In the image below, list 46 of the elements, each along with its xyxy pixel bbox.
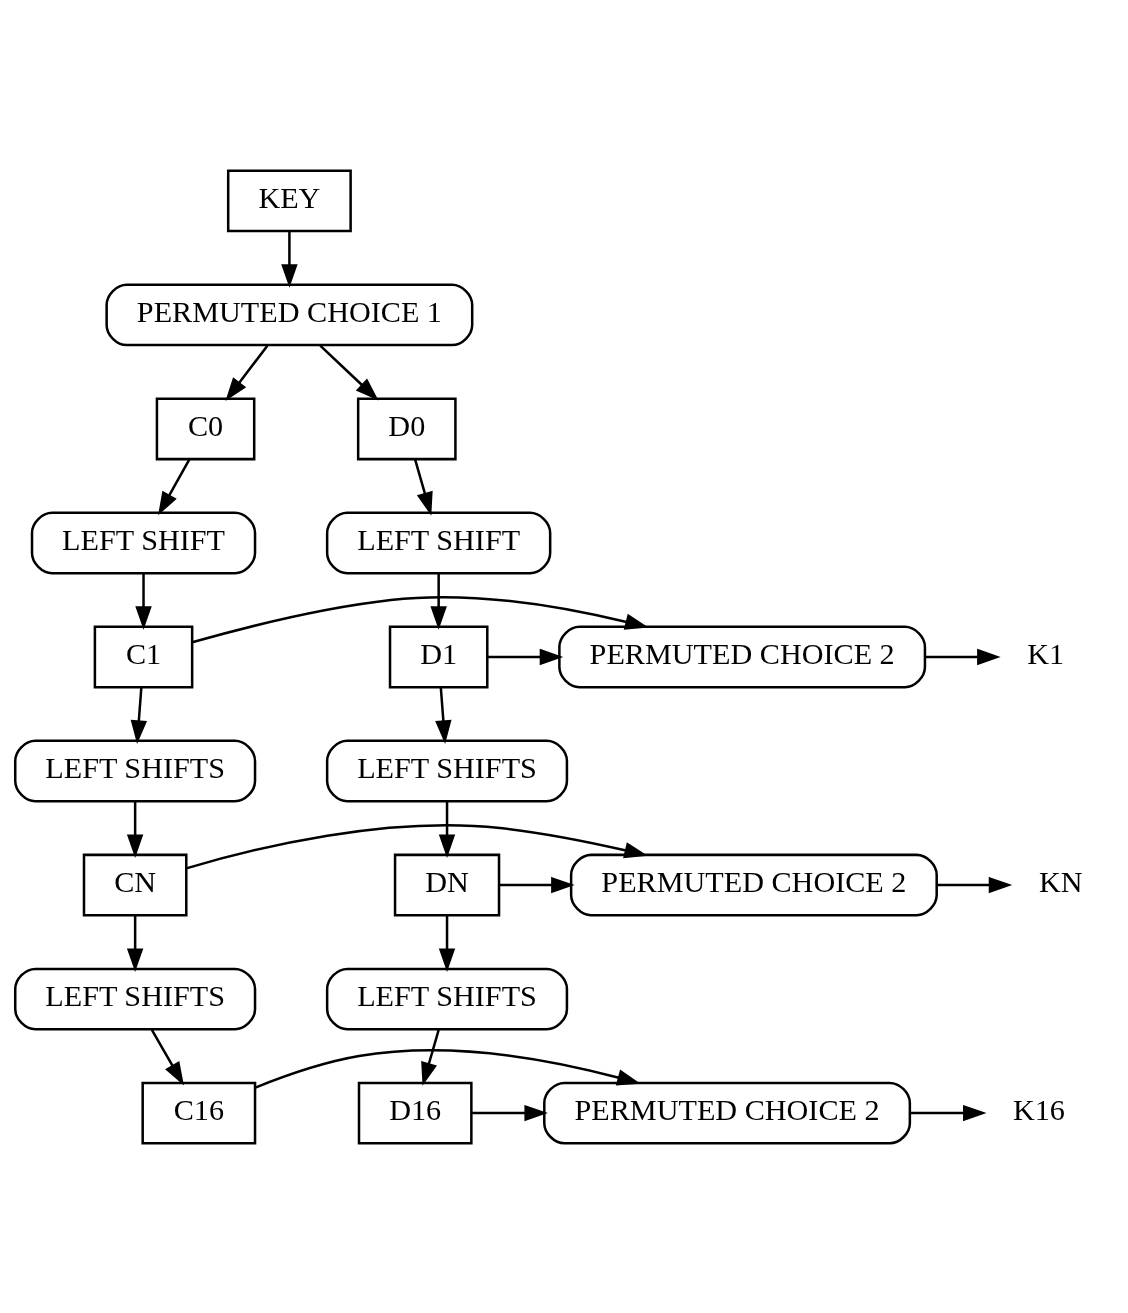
arrow: [430, 573, 447, 630]
node-box: D0: [356, 397, 457, 460]
node-box: C16: [141, 1081, 257, 1145]
arrow: [281, 231, 298, 288]
node-box: LEFT SHIFTS: [14, 739, 257, 802]
arrow: [135, 573, 152, 630]
arrow: [435, 687, 452, 744]
node-box: D16: [357, 1081, 473, 1145]
arrow: [150, 1028, 184, 1085]
node-box: KEY: [226, 168, 352, 232]
node-box: PERMUTED CHOICE 2: [569, 853, 938, 916]
arrow: [254, 1048, 641, 1089]
arrow: [191, 595, 649, 644]
node-text: K16: [1012, 1092, 1065, 1127]
node-box: PERMUTED CHOICE 1: [105, 282, 474, 346]
node-box: LEFT SHIFT: [325, 511, 552, 574]
node-box: D1: [388, 625, 489, 688]
arrow: [126, 915, 144, 972]
node-box: LEFT SHIFTS: [325, 739, 569, 802]
arrow: [130, 687, 148, 744]
arrow: [438, 915, 456, 972]
node-text: K1: [1027, 636, 1065, 671]
node-box: C1: [93, 625, 194, 688]
arrow: [413, 458, 433, 516]
arrow: [421, 1029, 440, 1086]
arrow: [126, 801, 144, 858]
arrow: [487, 648, 564, 665]
node-box: PERMUTED CHOICE 2: [558, 625, 927, 688]
arrow: [319, 344, 379, 401]
arrow: [471, 1104, 548, 1121]
node-box: LEFT SHIFTS: [325, 967, 569, 1031]
arrow: [158, 458, 191, 515]
node-box: CN: [82, 853, 188, 916]
arrow: [925, 648, 1001, 665]
node-box: DN: [393, 853, 501, 916]
arrow: [438, 801, 456, 858]
node-box: LEFT SHIFT: [30, 511, 257, 574]
node-box: C0: [155, 397, 256, 460]
arrow: [910, 1104, 987, 1121]
node-box: PERMUTED CHOICE 2: [543, 1081, 912, 1145]
arrow: [185, 823, 648, 870]
node-text: KN: [1038, 864, 1083, 899]
arrow: [936, 876, 1013, 893]
arrow: [225, 344, 269, 401]
node-box: LEFT SHIFTS: [14, 967, 257, 1031]
arrow: [499, 876, 575, 893]
